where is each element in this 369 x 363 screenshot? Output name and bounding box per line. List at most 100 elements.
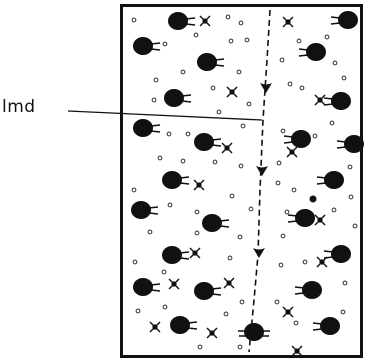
arrows-layer bbox=[253, 83, 317, 258]
star-mark bbox=[224, 278, 234, 288]
lmd-label: lmd bbox=[2, 97, 36, 117]
cell-body bbox=[168, 12, 188, 30]
cell-body bbox=[324, 171, 344, 189]
cell-process bbox=[186, 18, 195, 19]
cell bbox=[324, 245, 351, 263]
cell-process bbox=[180, 183, 189, 184]
dot bbox=[303, 260, 307, 264]
star-mark bbox=[315, 95, 325, 105]
dot bbox=[285, 210, 289, 214]
dot bbox=[249, 207, 253, 211]
dot bbox=[240, 300, 244, 304]
cell-body bbox=[331, 245, 351, 263]
dot bbox=[237, 70, 241, 74]
cell-process bbox=[299, 55, 308, 56]
cell-process bbox=[188, 328, 197, 329]
dot bbox=[277, 161, 281, 165]
cell-process bbox=[212, 288, 221, 289]
cell-process bbox=[288, 221, 297, 222]
cell-body bbox=[338, 11, 358, 29]
cell-process bbox=[313, 329, 322, 330]
cell-body bbox=[194, 133, 214, 151]
dot bbox=[247, 102, 251, 106]
star-mark bbox=[222, 143, 232, 153]
cell-body bbox=[302, 281, 322, 299]
cell-process bbox=[220, 220, 229, 221]
star-mark bbox=[283, 307, 293, 317]
dot bbox=[224, 312, 228, 316]
cell bbox=[170, 316, 197, 334]
dot bbox=[167, 132, 171, 136]
dot bbox=[281, 234, 285, 238]
cell-process bbox=[215, 59, 224, 60]
cell-process bbox=[149, 207, 158, 208]
cell-body bbox=[164, 89, 184, 107]
dot bbox=[168, 203, 172, 207]
dot bbox=[238, 235, 242, 239]
cell-process bbox=[220, 226, 229, 227]
cell-process bbox=[151, 290, 160, 291]
dot bbox=[245, 38, 249, 42]
dot bbox=[211, 86, 215, 90]
dot bbox=[349, 195, 353, 199]
star-mark bbox=[190, 248, 200, 258]
star-mark bbox=[292, 346, 302, 356]
cell bbox=[202, 214, 229, 232]
dot bbox=[132, 188, 136, 192]
star-mark bbox=[283, 17, 293, 27]
cell-body bbox=[162, 171, 182, 189]
cell bbox=[299, 43, 326, 61]
cell-process bbox=[151, 125, 160, 126]
cell-body bbox=[194, 282, 214, 300]
dot bbox=[343, 281, 347, 285]
dot bbox=[195, 231, 199, 235]
dot bbox=[239, 164, 243, 168]
cell-body bbox=[295, 209, 315, 227]
cell-process bbox=[151, 131, 160, 132]
cell-process bbox=[288, 215, 297, 216]
dot bbox=[239, 21, 243, 25]
dot bbox=[228, 256, 232, 260]
cell-process bbox=[284, 136, 293, 137]
star-mark bbox=[317, 257, 327, 267]
cell-process bbox=[331, 23, 340, 24]
cell-process bbox=[337, 141, 346, 142]
cell bbox=[133, 37, 160, 55]
cell-process bbox=[212, 294, 221, 295]
cell bbox=[295, 281, 322, 299]
cell-body bbox=[244, 323, 264, 341]
dot bbox=[353, 224, 357, 228]
cell-body bbox=[306, 43, 326, 61]
cell bbox=[164, 89, 191, 107]
cell-process bbox=[188, 322, 197, 323]
cell bbox=[194, 282, 221, 300]
dot bbox=[198, 345, 202, 349]
dot bbox=[325, 35, 329, 39]
cell bbox=[162, 246, 189, 264]
cell-body bbox=[344, 135, 364, 153]
cell-process bbox=[337, 147, 346, 148]
cell-body bbox=[202, 214, 222, 232]
cell-process bbox=[182, 95, 191, 96]
arrow-mark bbox=[253, 248, 265, 258]
dot bbox=[181, 159, 185, 163]
cell-body bbox=[320, 317, 340, 335]
dot bbox=[194, 33, 198, 37]
cell bbox=[131, 201, 158, 219]
cell-process bbox=[317, 183, 326, 184]
cell-process bbox=[313, 323, 322, 324]
cell-process bbox=[151, 49, 160, 50]
dot bbox=[195, 210, 199, 214]
cell-process bbox=[151, 43, 160, 44]
cell-process bbox=[331, 17, 340, 18]
dot bbox=[297, 39, 301, 43]
dot bbox=[281, 129, 285, 133]
dot bbox=[163, 42, 167, 46]
dot bbox=[181, 70, 185, 74]
dot bbox=[333, 61, 337, 65]
dot bbox=[158, 156, 162, 160]
arrow-mark bbox=[256, 166, 268, 176]
dot bbox=[241, 124, 245, 128]
cell-body bbox=[131, 201, 151, 219]
